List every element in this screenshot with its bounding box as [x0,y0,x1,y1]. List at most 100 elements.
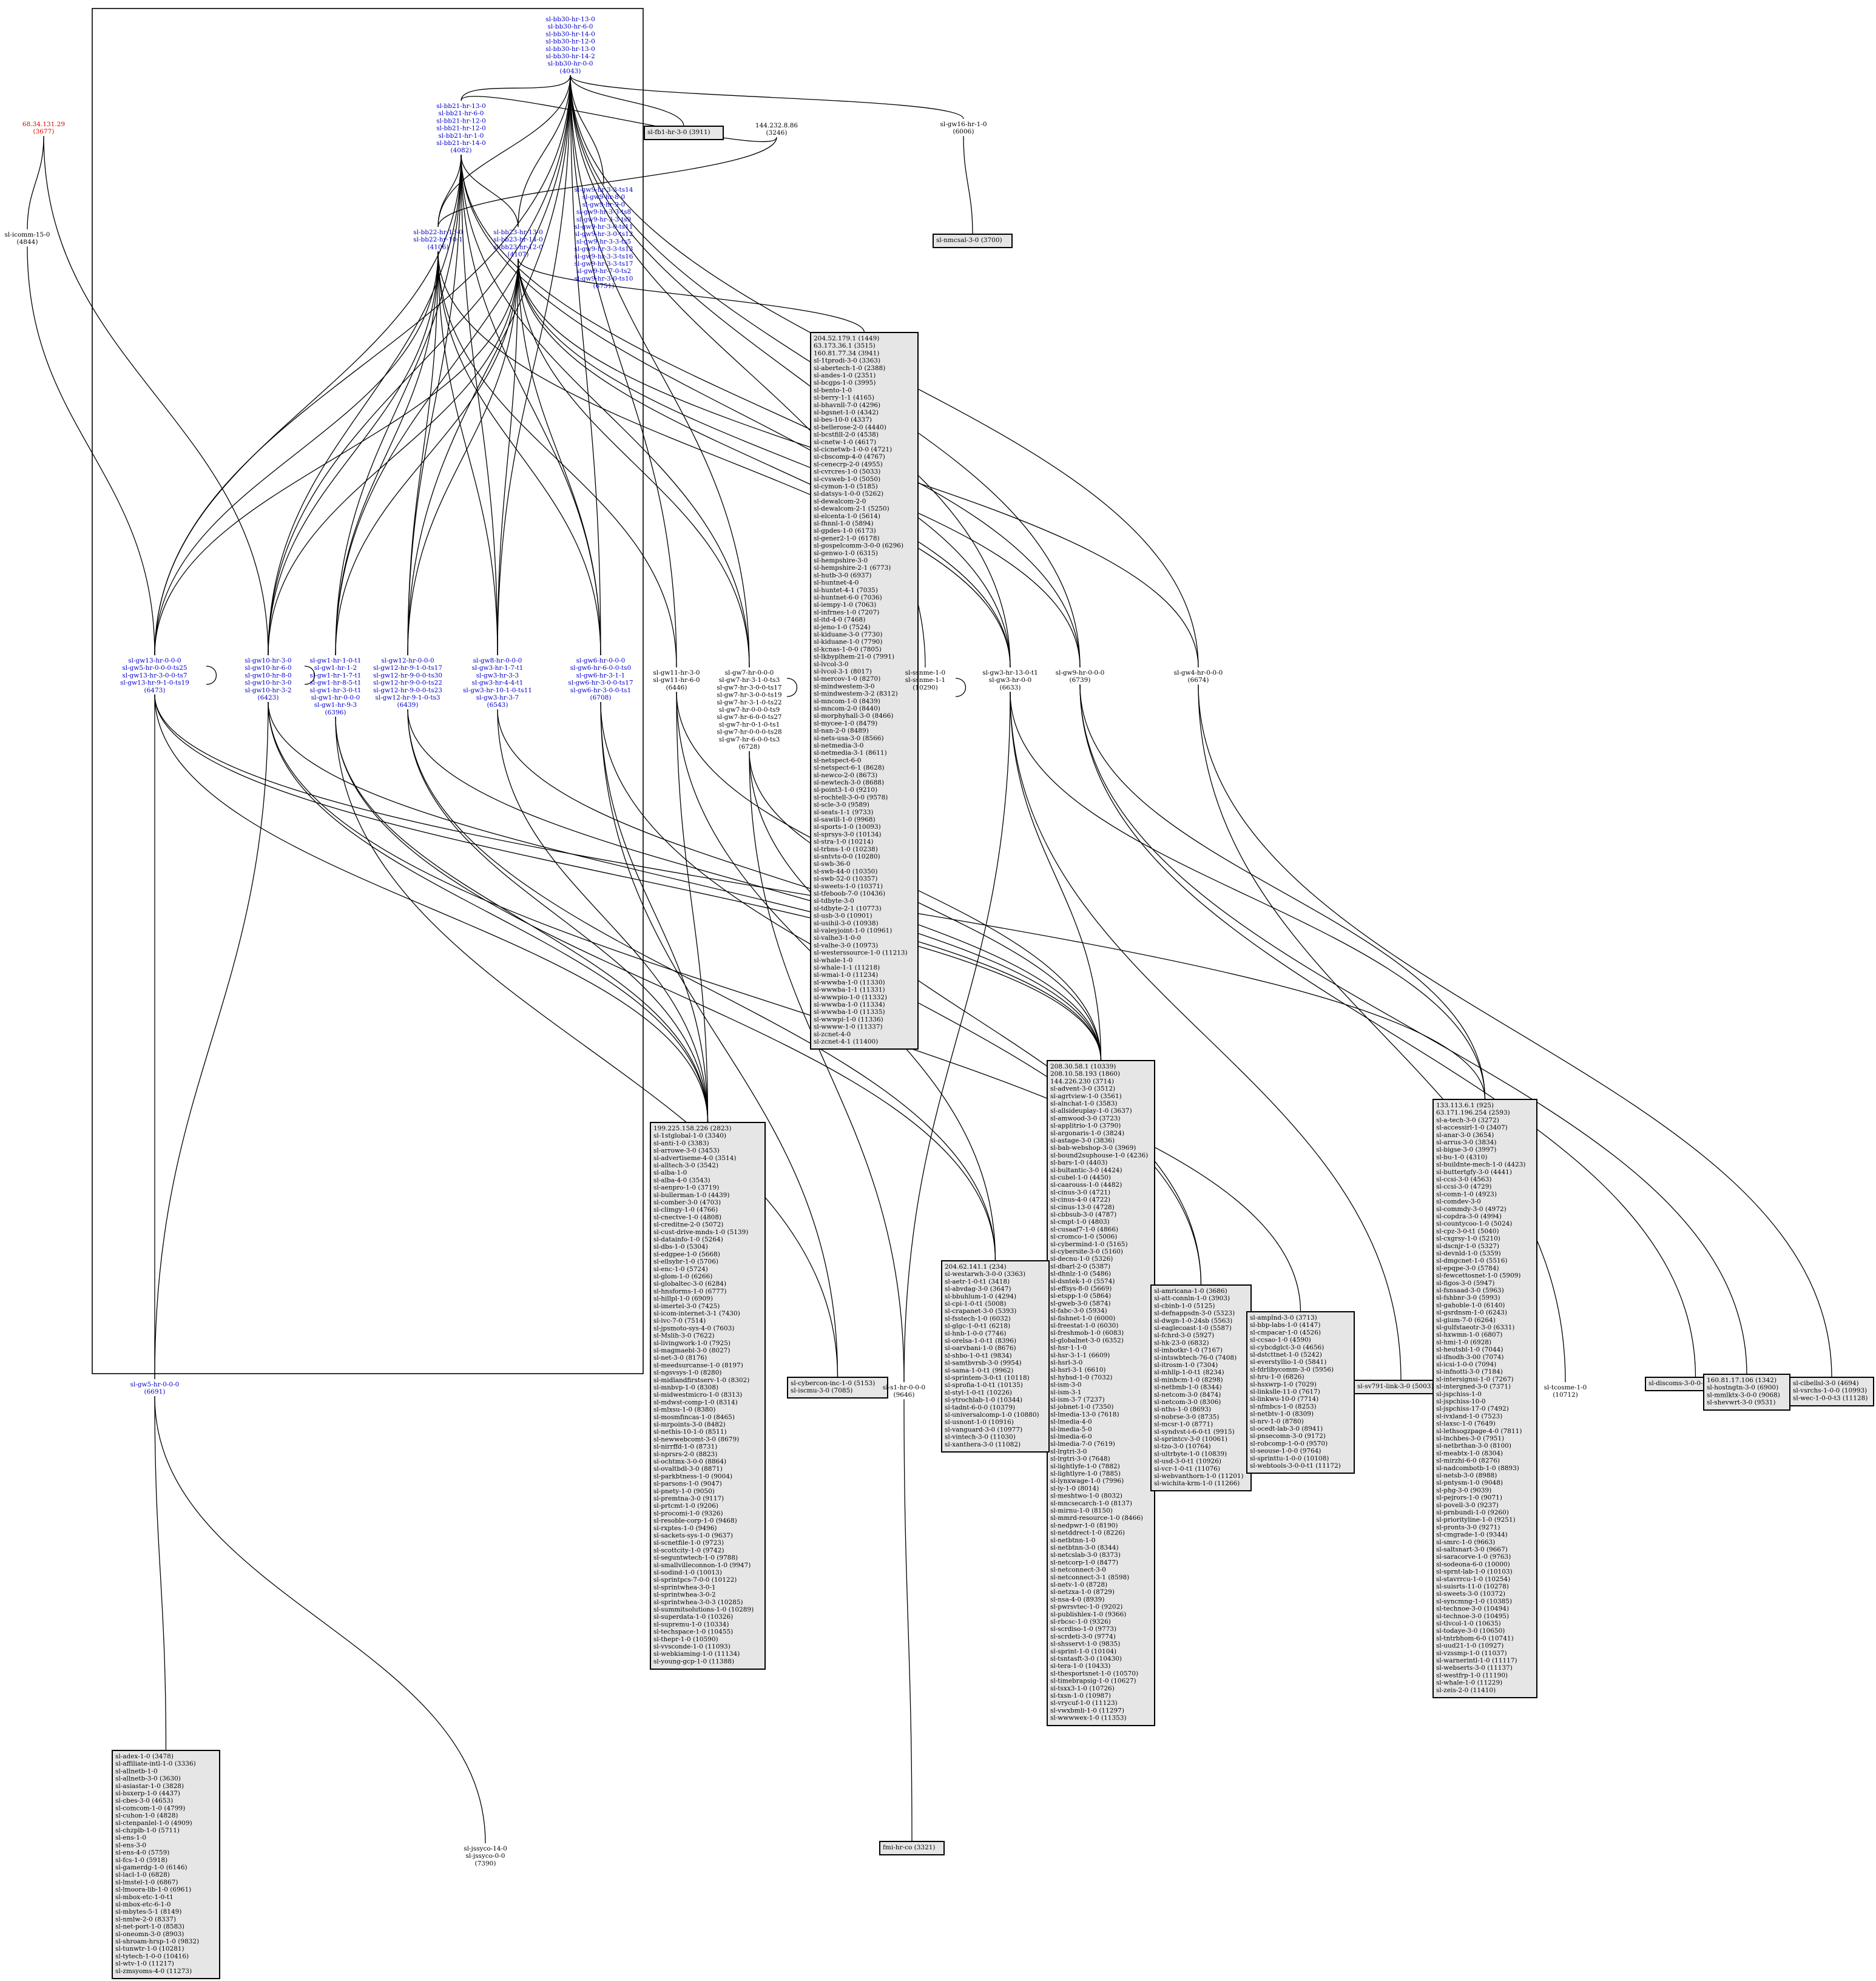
leaf-box-line: 204.62.141.1 (234) [945,1263,1007,1271]
leaf-box-bx-133: 133.113.6.1 (925)63.171.196.254 (2593)sl… [1432,1099,1537,1698]
leaf-box-line: sl-ivc-7-0 (7514) [653,1317,706,1325]
leaf-box-line: sl-crapanet-3-0 (5393) [945,1308,1016,1315]
router-node-line: sl-gw7-hr-6-0-0-ts3 [719,736,780,743]
leaf-box-line: sl-netcom-3-0 (8306) [1154,1399,1221,1406]
leaf-box-line: sl-lynxwage-1-0 (7996) [1050,1477,1124,1485]
leaf-box-line: sl-sprintwhea-3-0-1 [653,1584,716,1591]
leaf-box-line: sl-mirzhi-6-0 (8276) [1436,1457,1500,1465]
leaf-box-line: sl-hsrl-3-0 [1050,1359,1082,1366]
leaf-box-line: sl-bsxerp-1-0 (4437) [115,1790,180,1797]
router-node-line: sl-bb23-hr-14-0 [493,236,543,243]
leaf-box-line: 63.173.36.1 (3515) [814,342,876,349]
leaf-box-line: sl-applitrio-1-0 (3790) [1050,1122,1121,1130]
leaf-box-line: sl-cmpt-1-0 (4803) [1050,1218,1110,1226]
router-node-line: sl-bb21-hr-1-0 [439,132,484,140]
leaf-box-line: sl-anti-1-0 (3383) [653,1139,709,1147]
leaf-box-line: sl-imbotkr-1-0 (7167) [1154,1347,1223,1354]
router-node-line: sl-gw9-hr-3-3-ts13 [575,246,633,253]
leaf-box-line: sl-lightlyre-1-0 (7885) [1050,1470,1121,1477]
leaf-box-line: sl-mbox-etc-6-1-0 [115,1901,171,1908]
leaf-box-line: sl-superdata-1-0 (10326) [653,1613,733,1621]
leaf-box-line: sl-mncom-2-0 (8440) [814,705,880,712]
router-node-line: 68.34.131.29 [22,121,65,128]
router-node-line: sl-ssnme-1-0 [905,669,945,677]
edge-bb3b-gw11 [570,75,677,668]
router-node-line: sl-bb30-hr-13-0 [545,16,595,23]
router-node-line: sl-gw12-hr-9-1-0-ts3 [375,694,440,701]
leaf-box-line: sl-datsys-1-0-0 (5262) [814,490,883,498]
router-node-line: (9646) [894,1391,915,1399]
edge-bb3b-bb23 [518,75,571,228]
leaf-box-line: sl-vcr-1-0-t1 (11076) [1154,1465,1220,1473]
router-node-bb23: sl-bb23-hr-13-0sl-bb23-hr-14-0sl-bb23-hr… [493,229,543,258]
edge-bb23-gw6 [518,258,601,656]
leaf-box-line: sl-sweets-3-0 (10372) [1436,1590,1505,1598]
leaf-box-line: sl-midlandfirstserv-1-0 (8302) [653,1377,749,1384]
router-node-line: sl-gw9-hr-3-0-ts12 [575,231,633,238]
router-node-line: sl-gw5-hr-0-0-0-ts25 [122,664,187,672]
edge-gw6-bx-cyb [600,701,838,1378]
leaf-box-line: sl-nprsrs-2-0 (8823) [653,1451,717,1458]
leaf-box-line: sl-alba-1-0 [653,1169,687,1176]
router-node-line: sl-bb23-hr-13-0 [493,229,543,236]
leaf-box-frame [941,1260,1050,1453]
leaf-box-line: sl-andes-1-0 (2351) [814,372,876,379]
leaf-box-line: sl-jspchiss-17-0 (7492) [1436,1405,1509,1412]
leaf-box-line: sl-procomi-1-0 (9326) [653,1510,723,1517]
leaf-box-line: sl-meedsurcanse-1-0 (8197) [653,1362,743,1369]
leaf-box-line: 144.226.230 (3714) [1050,1078,1114,1085]
leaf-box-line: sl-cicnetwb-1-0-0 (4721) [814,446,892,453]
leaf-box-line: sl-sprsys-3-0 (10134) [814,831,882,838]
leaf-box-line: sl-cnetw-1-0 (4617) [814,439,876,446]
leaf-box-line: sl-scnetfile-1-0 (9723) [653,1539,724,1547]
leaf-box-line: sl-phg-3-0 (9039) [1436,1487,1491,1494]
edge-s1hr-bx-fmhr [903,1399,913,1842]
leaf-box-line: sl-dbs-1-0 (5304) [653,1243,708,1250]
leaf-box-line: sl-publishlex-1-0 (9366) [1050,1611,1126,1618]
leaf-box-line: sl-usb-3-0 (10901) [814,913,872,920]
leaf-box-line: sl-ism-3-0 [1050,1382,1081,1389]
edge-gw7-bx-big2 [749,751,1102,1061]
leaf-box-line: sl-tsntasft-3-0 (10430) [1050,1655,1122,1662]
leaf-box-line: sl-zeis-2-0 (11410) [1436,1687,1496,1694]
leaf-box-line: sl-vanguard-3-0 (10977) [945,1426,1022,1433]
leaf-box-line: sl-affiliate-intl-1-0 (3336) [115,1760,196,1767]
edge-bb3b-bb22 [437,75,571,228]
leaf-box-line: sl-comcom-1-0 (4799) [115,1804,185,1812]
edge-bb21-bb23 [461,155,519,228]
leaf-box-line: sl-dewalcom-2-0 [814,498,866,505]
leaf-box-line: sl-swb-52-0 (10357) [814,876,877,883]
edge-bb3b-gw8 [497,75,571,656]
router-node-line: sl-bb30-hr-14-2 [545,53,595,60]
router-node-line: sl-gw1-hr-1-7-t1 [310,672,362,679]
router-node-icom: sl-icomm-15-0(4844) [5,231,50,246]
leaf-box-line: sl-infrnes-1-0 (7207) [814,609,879,616]
router-node-line: sl-gw3-hr-10-1-0-ts11 [463,687,532,694]
leaf-box-line: sl-jspchiss-1-0 [1436,1391,1482,1398]
leaf-box-line: sl-nets-usa-3-0 (8566) [814,735,884,742]
leaf-box-line: sl-netbtnn-3-0 (8344) [1050,1544,1119,1551]
leaf-box-line: sl-everstyllio-1-0 (5841) [1250,1358,1326,1366]
router-node-line: sl-gw10-hr-3-0 [245,657,291,664]
leaf-box-line: sl-young-gcp-1-0 (11388) [653,1658,734,1665]
router-node-line: sl-gw7-hr-3-0-0-ts19 [717,692,781,699]
leaf-box-line: sl-dmgcnet-1-0 (5516) [1436,1257,1507,1264]
router-node-line: sl-gw10-hr-3-0 [245,680,291,687]
edge-bb23-gw9b [518,258,1081,668]
router-node-line: sl-gw10-hr-3-2 [245,687,291,694]
leaf-box-line: sl-lightlyfe-1-0 (7882) [1050,1463,1120,1470]
leaf-box-line: sl-wwwba-1-0 (11330) [814,979,885,986]
leaf-box-line: sl-seats-1-1 (9733) [814,809,873,816]
router-node-line: sl-jssyco-14-0 [464,1845,507,1852]
router-node-gw9b: sl-gw9-hr-0-0-0(6739) [1056,669,1105,684]
leaf-box-line: sl-asiastar-1-0 (3828) [115,1783,184,1790]
leaf-box-line: sl-icom-internet-3-1 (7430) [653,1310,740,1317]
leaf-box-line: 160.81.17.106 (1342) [1707,1377,1776,1384]
leaf-box-line: sl-Mslih-3-0 (7622) [653,1332,715,1340]
router-node-line: sl-gw11-hr-3-0 [653,669,700,677]
edge-gw10-bx-big2 [268,701,1102,1061]
leaf-box-line: sl-robcomp-1-0-0 (9570) [1250,1440,1328,1447]
leaf-box-line: sl-whale-1-1 (11218) [814,964,880,971]
leaf-box-line: sl-sama-1-0-t1 (9962) [945,1367,1013,1374]
leaf-box-line: sl-ocedt-lab-3-0 (8941) [1250,1425,1323,1433]
